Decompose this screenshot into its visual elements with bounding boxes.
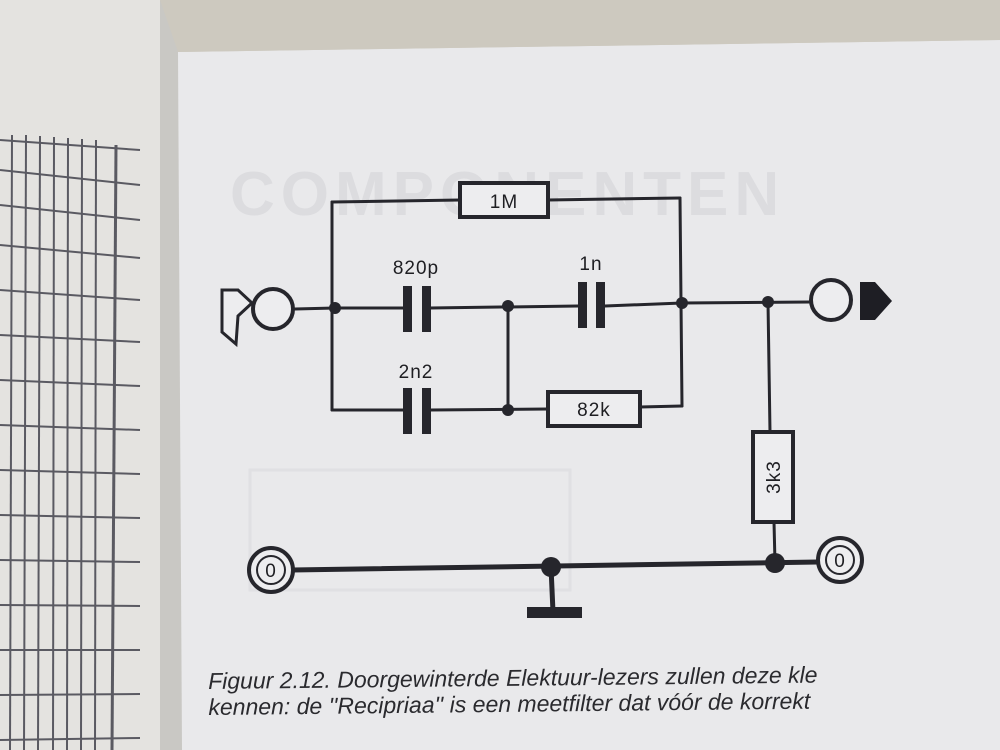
label-1m: 1M: [490, 192, 518, 213]
label-82k: 82k: [577, 400, 611, 421]
resistor-1m: [458, 181, 550, 219]
graph-paper-grid: [0, 134, 141, 750]
junction-dots: [329, 296, 785, 577]
capacitor-2n2: [403, 388, 431, 434]
label-3k3: 3k3: [764, 460, 785, 494]
left-page: [0, 0, 178, 750]
circuit-wires: [293, 196, 812, 565]
capacitor-820p: [403, 286, 431, 332]
ground-terminal-right: [816, 536, 864, 584]
figure-caption: Figuur 2.12. Doorgewinterde Elektuur-lez…: [208, 660, 1000, 720]
label-gnd-left: 0: [265, 561, 277, 582]
label-1n: 1n: [579, 254, 602, 275]
ground-terminal-right-ring: [825, 545, 855, 575]
bleed-through-box: [248, 468, 572, 592]
output-arrow-icon: [860, 282, 892, 320]
page-fold: [160, 0, 182, 750]
input-terminal: [251, 287, 295, 331]
ground-terminal-left: [247, 546, 295, 594]
label-2n2: 2n2: [399, 362, 434, 383]
ground-symbol: [527, 607, 582, 618]
resistor-82k: [546, 390, 642, 428]
background-top: [160, 0, 1000, 52]
resistor-3k3: [751, 430, 795, 524]
input-arrow-icon: [220, 288, 255, 348]
ground-terminal-left-ring: [256, 555, 286, 585]
label-820p: 820p: [393, 258, 439, 279]
output-terminal: [809, 278, 853, 322]
capacitor-1n: [578, 282, 605, 328]
label-gnd-right: 0: [834, 551, 846, 572]
